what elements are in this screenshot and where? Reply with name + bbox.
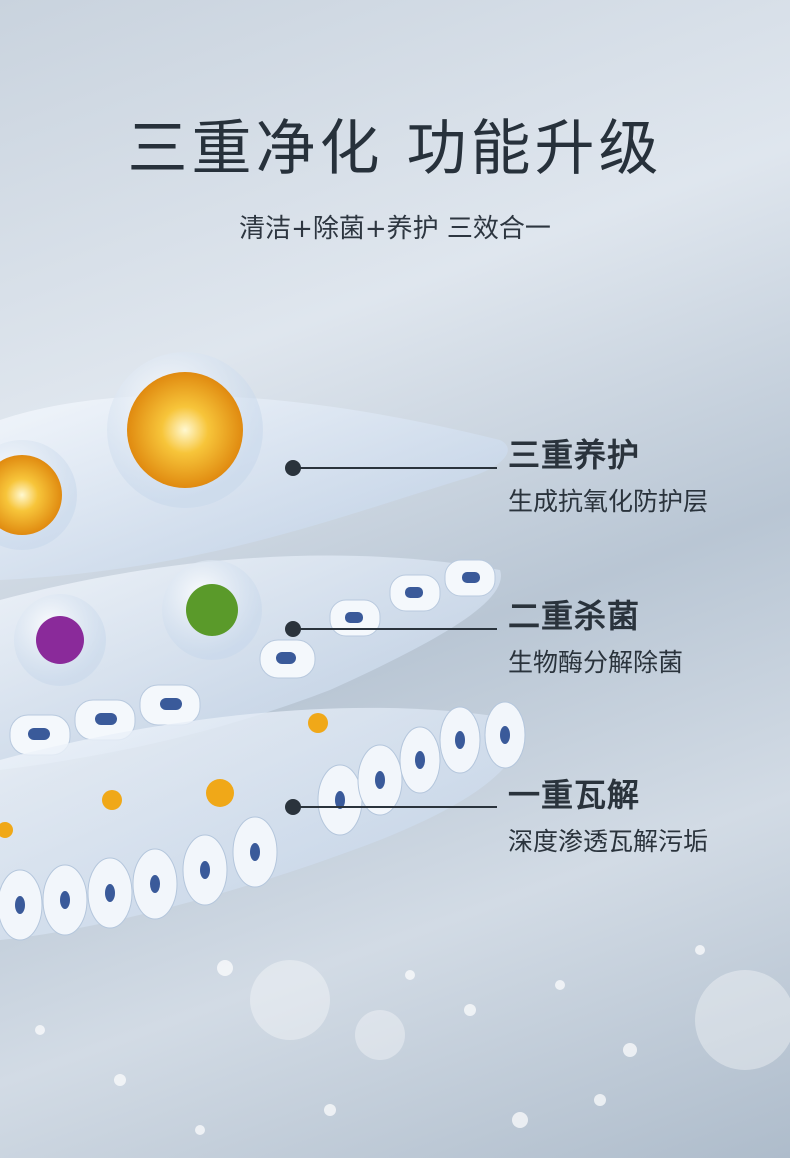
layer-desc: 生物酶分解除菌 (508, 648, 684, 677)
antioxidant-sphere (0, 440, 77, 550)
layer-label-3: 三重养护 生成抗氧化防护层 (508, 430, 708, 518)
layer-desc: 生成抗氧化防护层 (508, 487, 709, 516)
water-droplets (35, 945, 790, 1135)
page-subtitle: 清洁+除菌+养护 三效合一 (239, 214, 551, 244)
layer-label-2: 二重杀菌 生物酶分解除菌 (508, 591, 683, 679)
bacteria-purple (14, 594, 106, 686)
layer-title: 一重瓦解 (508, 776, 641, 814)
page-title: 三重净化 功能升级 (127, 114, 663, 184)
layer-label-1: 一重瓦解 深度渗透瓦解污垢 (508, 770, 708, 858)
layer-title: 二重杀菌 (508, 597, 641, 635)
layer-desc: 深度渗透瓦解污垢 (508, 827, 709, 856)
layer-title: 三重养护 (508, 436, 641, 474)
antioxidant-sphere (107, 352, 263, 508)
callout-line (293, 467, 497, 469)
callout-line (293, 628, 497, 630)
callout-line (293, 806, 497, 808)
bacteria-green (162, 560, 262, 660)
dirt-particle (0, 713, 328, 838)
